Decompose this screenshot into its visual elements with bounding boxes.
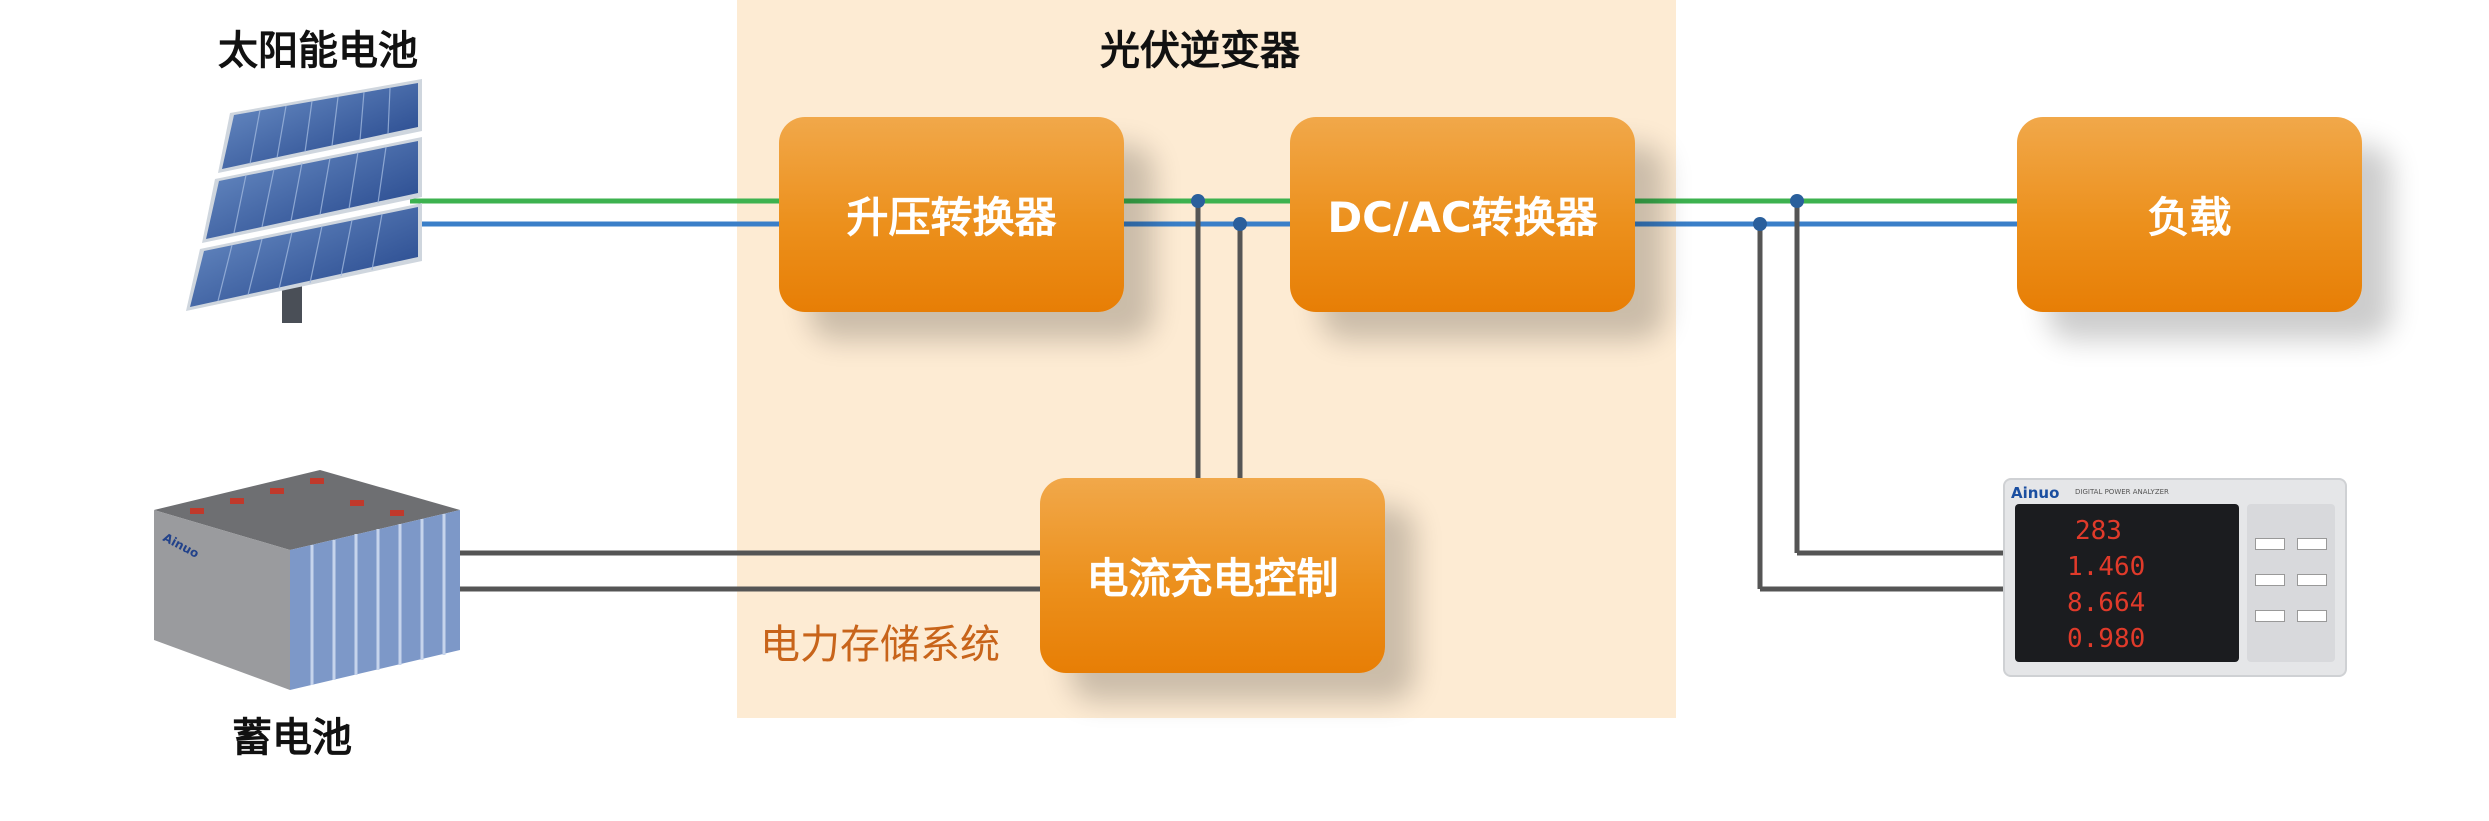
analyzer-display xyxy=(2015,504,2239,662)
junction-2 xyxy=(1233,217,1247,231)
analyzer-reading-2: 1.460 xyxy=(2067,552,2146,582)
solar-panel-label: 太阳能电池 xyxy=(218,28,418,74)
junction-1 xyxy=(1191,194,1205,208)
boost-converter-block: 升压转换器 xyxy=(779,117,1124,312)
charge-control-block: 电流充电控制 xyxy=(1040,478,1385,673)
battery-label: 蓄电池 xyxy=(232,715,352,761)
inverter-label: 光伏逆变器 xyxy=(1100,28,1300,74)
storage-system-label: 电力存储系统 xyxy=(760,622,1000,668)
junction-4 xyxy=(1753,217,1767,231)
junction-3 xyxy=(1790,194,1804,208)
power-analyzer-device: Ainuo DIGITAL POWER ANALYZER 283 1.460 8… xyxy=(2003,478,2347,677)
analyzer-reading-1: 283 xyxy=(2075,516,2122,546)
analyzer-reading-4: 0.980 xyxy=(2067,624,2146,654)
dc-ac-converter-block: DC/AC转换器 xyxy=(1290,117,1635,312)
load-block: 负载 xyxy=(2017,117,2362,312)
analyzer-reading-3: 8.664 xyxy=(2067,588,2146,618)
solar-panel-image xyxy=(186,79,422,323)
analyzer-model-text: DIGITAL POWER ANALYZER xyxy=(2075,488,2169,496)
analyzer-brand: Ainuo xyxy=(2011,484,2060,502)
analyzer-keypad xyxy=(2247,504,2335,662)
battery-pack-image: Ainuo xyxy=(154,470,460,690)
